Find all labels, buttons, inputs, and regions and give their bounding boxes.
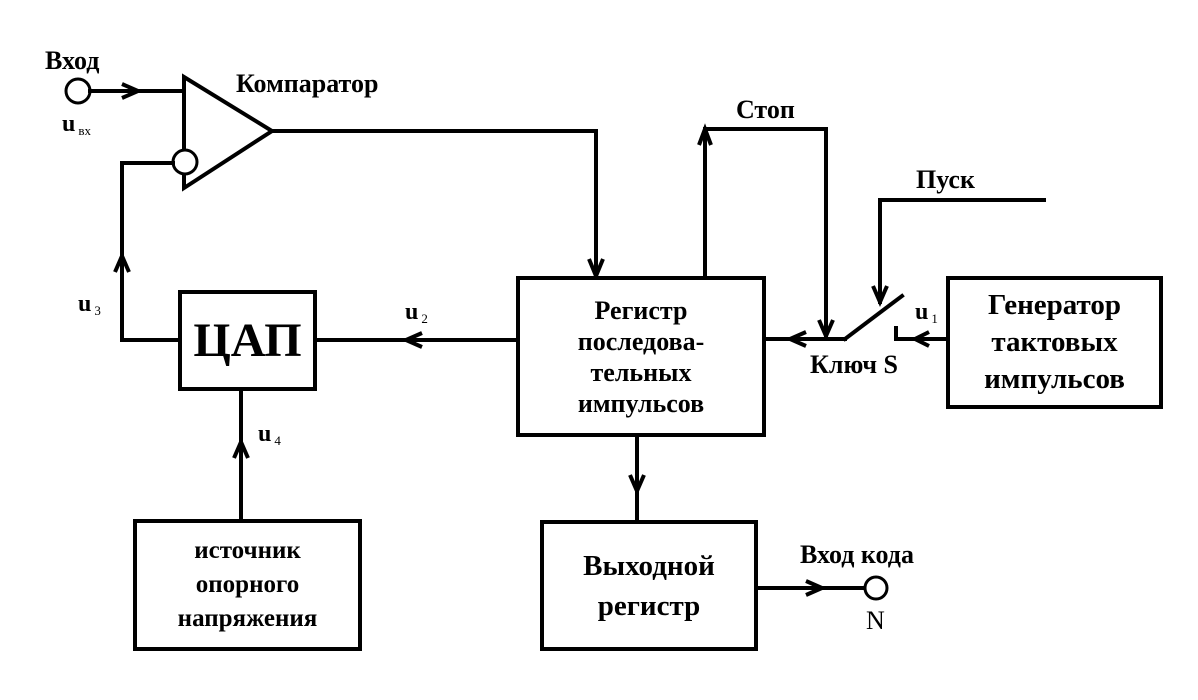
u3-subscript: 3	[94, 303, 101, 318]
input-arrow-icon	[121, 82, 143, 100]
reference-source-line: опорного	[195, 571, 300, 598]
clock-generator-block	[946, 276, 1163, 409]
u3-arrow-icon	[113, 251, 131, 273]
stop-label: Стоп	[736, 95, 795, 124]
clock-generator-line: импульсов	[984, 363, 1125, 395]
input-signal-symbol: u	[62, 111, 76, 137]
reference-source-text: источник опорного напряжения	[137, 523, 358, 647]
comparator-label: Компаратор	[236, 69, 379, 98]
output-register-line: регистр	[597, 589, 701, 622]
reference-source-line: источник	[194, 537, 301, 564]
comparator-inverting-input	[171, 148, 199, 176]
u1-arrow-icon	[910, 330, 930, 348]
dac-block-line: ЦАП	[193, 314, 302, 367]
switch-output-arrow-icon	[785, 330, 807, 348]
u4-symbol: u	[258, 421, 272, 447]
clock-generator-line: тактовых	[991, 326, 1118, 358]
code-output-arrow-icon	[805, 579, 827, 597]
feedback-wire-u3	[120, 161, 182, 342]
switch-blade	[842, 293, 905, 342]
u4-arrow-icon	[232, 437, 250, 459]
code-output-label: Вход кода	[800, 540, 914, 569]
sar-block-line: тельных	[590, 357, 692, 387]
clock-generator-line: Генератор	[987, 289, 1122, 321]
clock-generator-text: Генератор тактовых импульсов	[950, 280, 1159, 405]
start-label: Пуск	[916, 165, 975, 194]
clock-to-switch-wire	[894, 326, 950, 341]
sar-block-line: последова-	[577, 326, 705, 356]
start-wire	[878, 198, 1046, 304]
code-symbol-label: N	[866, 606, 885, 635]
reference-source-block	[133, 519, 362, 651]
comparator-output-wire	[270, 129, 598, 280]
dac-block-text: ЦАП	[182, 294, 313, 387]
output-register-text: Выходной регистр	[544, 524, 754, 647]
stop-up-arrow-icon	[697, 123, 713, 146]
u2-symbol: u	[405, 299, 419, 325]
start-arrow-icon	[871, 285, 889, 307]
stop-down-arrow-icon	[817, 319, 835, 341]
comparator-symbol	[182, 73, 276, 192]
switch-label: Ключ S	[810, 350, 898, 379]
u2-subscript: 2	[421, 311, 428, 326]
stop-wire	[703, 127, 828, 338]
u1-subscript: 1	[931, 311, 938, 326]
sar-block-line: импульсов	[577, 388, 705, 418]
u1-symbol: u	[915, 299, 929, 325]
reference-source-line: напряжения	[177, 605, 318, 632]
input-signal-subscript: вх	[78, 123, 91, 138]
input-terminal	[64, 77, 92, 105]
u3-symbol: u	[78, 291, 92, 317]
code-output-terminal	[863, 575, 889, 601]
sar-block	[516, 276, 766, 437]
u4-subscript: 4	[274, 433, 281, 448]
u2-arrow-icon	[401, 331, 423, 349]
input-label: Вход	[45, 46, 100, 75]
sar-output-arrow-icon	[628, 474, 646, 496]
output-register-line: Выходной	[583, 549, 715, 582]
sar-block-text: Регистр последова- тельных импульсов	[520, 280, 762, 433]
output-register-block	[540, 520, 758, 651]
sar-block-line: Регистр	[594, 295, 688, 325]
